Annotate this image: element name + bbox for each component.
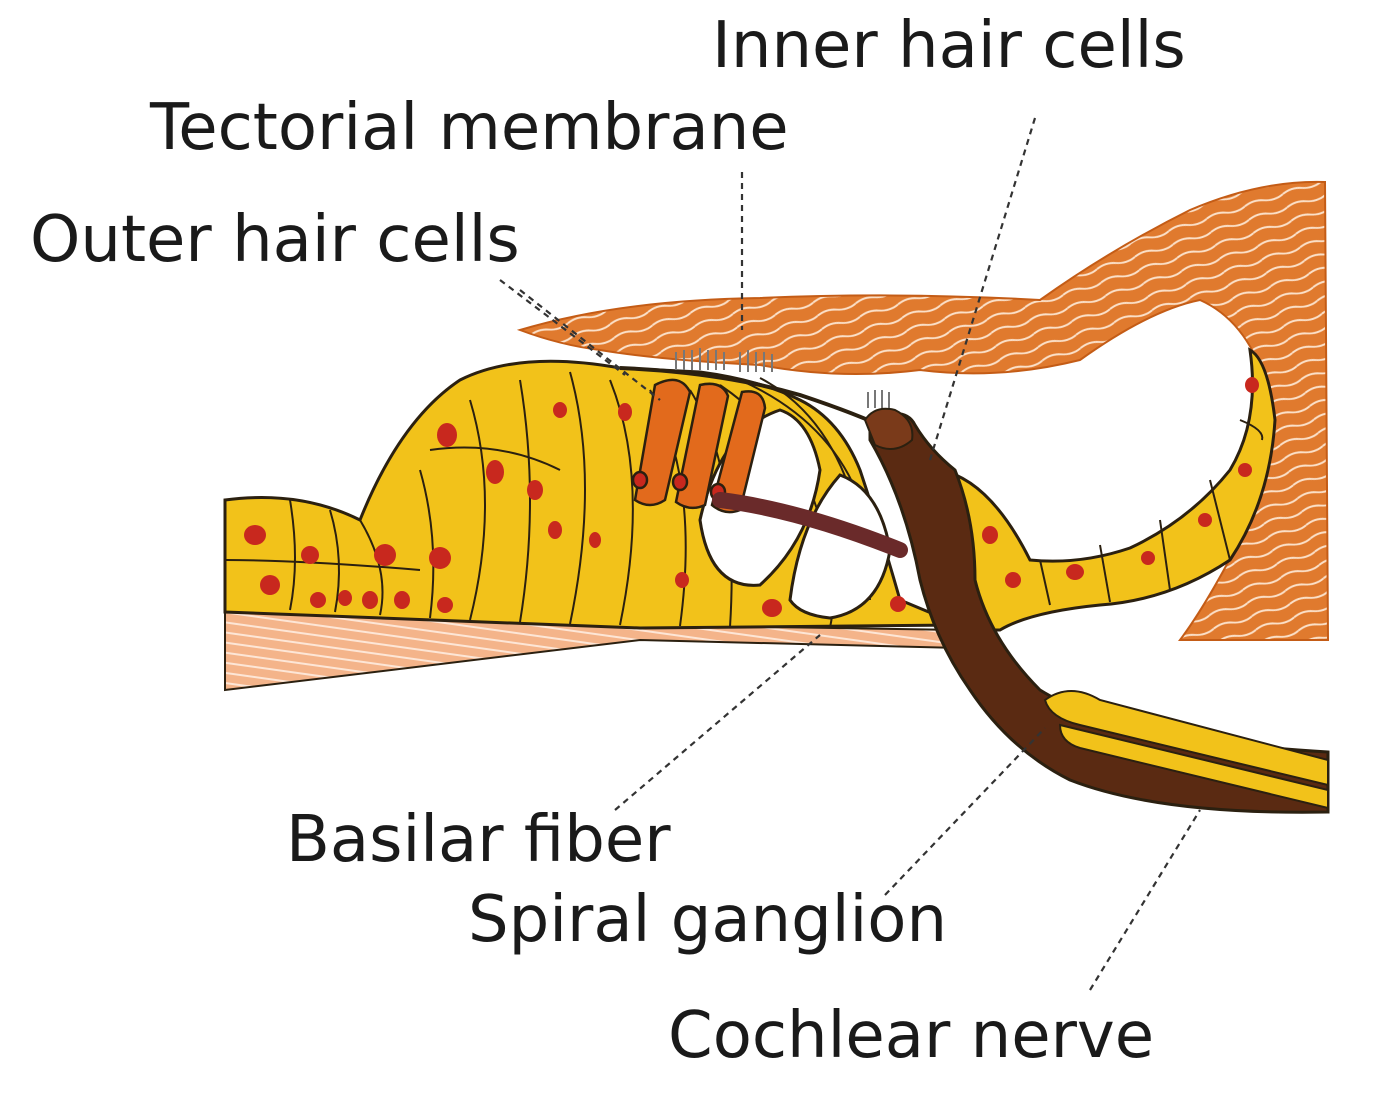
radial-nerve-fibre: [712, 492, 908, 558]
label-spiral-ganglion: Spiral ganglion: [468, 883, 947, 957]
cell-nuclei: [244, 377, 1259, 617]
outer-sulcus-cells: [938, 347, 1277, 632]
nerve-fibres: [1043, 690, 1329, 810]
label-inner-hair-cells: Inner hair cells: [712, 9, 1186, 83]
label-tectorial-membrane: Tectorial membrane: [150, 91, 789, 165]
label-cochlear-nerve: Cochlear nerve: [668, 999, 1155, 1073]
inner-hair-cell: [863, 407, 914, 450]
label-basilar-fiber: Basilar fiber: [286, 803, 671, 877]
leader-lines: [499, 117, 1201, 991]
reticular-lamina: [619, 366, 891, 432]
outer-hair-cells: [631, 378, 767, 514]
stereocilia: [675, 348, 890, 408]
label-outer-hair-cells: Outer hair cells: [30, 203, 520, 277]
